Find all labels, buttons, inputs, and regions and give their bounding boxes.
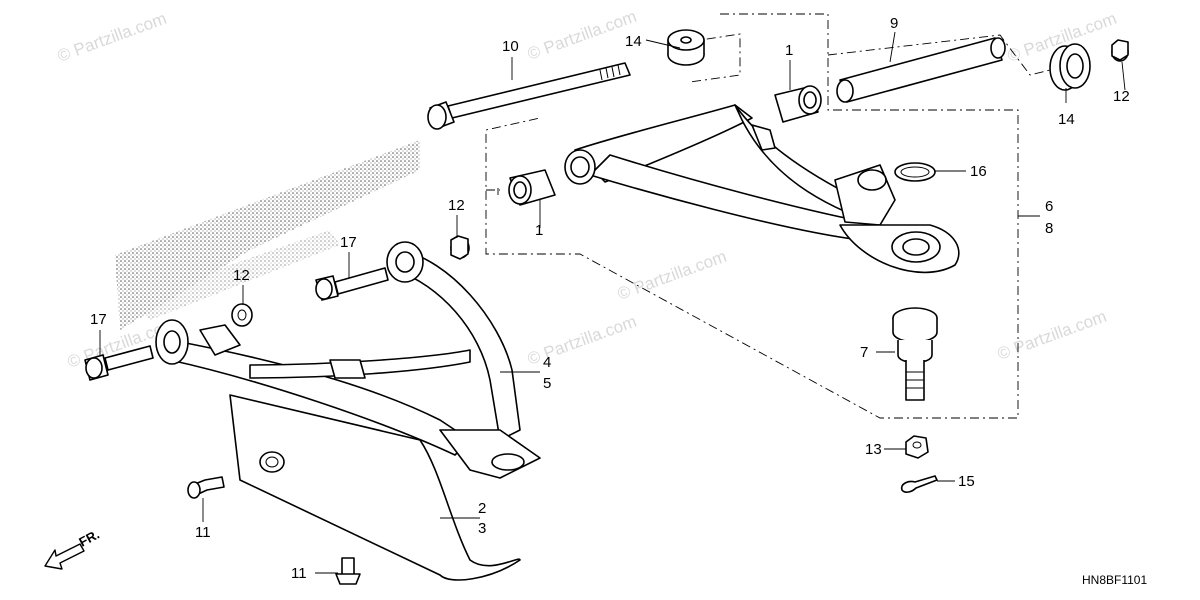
- skid-plate: [229, 394, 521, 581]
- flange-nut: [450, 235, 470, 260]
- assembly-boundary: [485, 13, 1019, 419]
- callout-label: 12: [448, 197, 465, 214]
- rubber-mount: [1049, 43, 1091, 91]
- callout-label: 12: [233, 267, 250, 284]
- callout-label: 11: [195, 524, 211, 541]
- callout-label: 10: [502, 38, 519, 55]
- callout-label: 14: [1058, 111, 1075, 128]
- front-arrow-icon: [44, 543, 85, 570]
- flange-bolt: [315, 267, 389, 301]
- callout-label: 9: [890, 15, 898, 32]
- ball-joint: [892, 307, 938, 401]
- watermark: © Partzilla.com: [615, 247, 729, 304]
- callout-label: 16: [970, 163, 987, 180]
- upper-shaft: [836, 37, 1006, 103]
- callout-label: 1: [535, 222, 543, 239]
- screw: [187, 476, 225, 499]
- snap-ring: [894, 162, 936, 182]
- callout-label: 13: [865, 441, 882, 458]
- callout-label: 7: [860, 344, 868, 361]
- watermark: © Partzilla.com: [55, 9, 169, 66]
- callout-label: 17: [90, 311, 107, 328]
- front-direction-indicator: FR.: [44, 527, 102, 570]
- flange-bolt: [84, 345, 154, 381]
- leader-lines: [99, 31, 1126, 574]
- callout-label: 15: [958, 473, 975, 490]
- callout-label: 1: [785, 42, 793, 59]
- upper-arm: [564, 104, 960, 274]
- callout-label: 6: [1045, 198, 1053, 215]
- cotter-pin: [900, 475, 938, 493]
- frame-shadow: [130, 230, 340, 320]
- screw: [335, 557, 361, 585]
- callout-label: 14: [625, 33, 642, 50]
- watermark: © Partzilla.com: [525, 7, 639, 64]
- watermark: © Partzilla.com: [525, 312, 639, 369]
- bushing: [774, 85, 822, 123]
- callout-label: 11: [291, 565, 307, 582]
- flange-nut: [231, 303, 253, 327]
- callouts: 10 14 9 14 12 1 1 16 6 8 12 17 12 17 7 4…: [90, 15, 1130, 582]
- callout-label: 8: [1045, 220, 1053, 237]
- pivot-bolt: [427, 62, 631, 130]
- rubber-mount: [667, 29, 705, 66]
- callout-label: 3: [478, 520, 486, 537]
- callout-label: 5: [543, 375, 551, 392]
- callout-label: 2: [478, 500, 486, 517]
- bushing: [508, 169, 556, 206]
- callout-label: 4: [543, 354, 551, 371]
- assembly-boundary: [486, 188, 500, 195]
- watermark: © Partzilla.com: [995, 307, 1109, 364]
- lower-arm: [155, 241, 541, 479]
- assembly-boundary: [827, 34, 1051, 76]
- flange-nut: [1111, 39, 1129, 62]
- callout-label: 17: [340, 234, 357, 251]
- diagram-code: HN8BF1101: [1082, 573, 1147, 587]
- callout-label: 12: [1113, 88, 1130, 105]
- castle-nut: [905, 435, 929, 459]
